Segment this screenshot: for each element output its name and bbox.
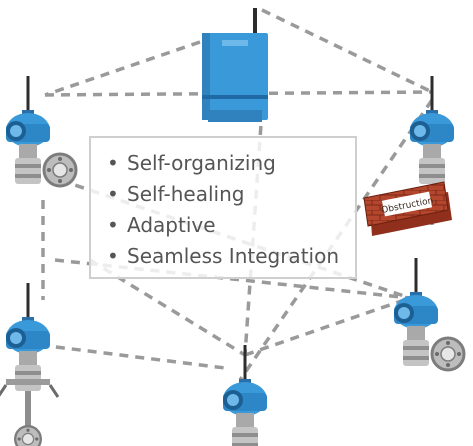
transmitter-top-left xyxy=(6,76,78,188)
link-left-bottom xyxy=(89,258,246,357)
feature-label: Adaptive xyxy=(127,213,216,237)
feature-label: Self-organizing xyxy=(127,151,276,175)
transmitter-bottom-center xyxy=(223,345,267,446)
bullet-icon: • xyxy=(107,213,119,237)
transmitter-right-lower xyxy=(394,258,466,372)
feature-label: Seamless Integration xyxy=(127,244,340,268)
feature-item: • Seamless Integration xyxy=(107,241,355,272)
bullet-icon: • xyxy=(107,244,119,268)
link-bottom-left xyxy=(39,343,226,370)
link-gateway-right xyxy=(261,8,433,94)
bullet-icon: • xyxy=(107,182,119,206)
feature-item: • Self-organizing xyxy=(107,148,355,179)
obstruction-wall: Obstruction xyxy=(363,181,452,236)
feature-item: • Self-healing xyxy=(107,179,355,210)
link-bottom-right xyxy=(244,296,411,357)
link-gateway-left xyxy=(44,40,201,97)
transmitter-bottom-left xyxy=(0,283,60,446)
bullet-icon: • xyxy=(107,151,119,175)
link-right-gateway-diagonal xyxy=(238,99,434,381)
feature-label: Self-healing xyxy=(127,182,245,206)
gateway-device xyxy=(202,8,268,122)
link-left-lower-diagonal xyxy=(54,258,411,300)
feature-item: • Adaptive xyxy=(107,210,355,241)
feature-list: • Self-organizing • Self-healing • Adaptive… xyxy=(91,138,355,272)
features-panel: • Self-organizing • Self-healing • Adaptive… xyxy=(89,136,357,279)
